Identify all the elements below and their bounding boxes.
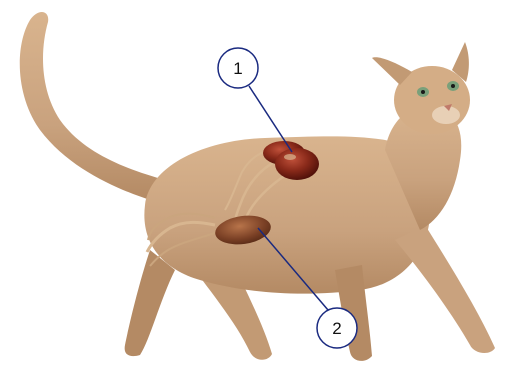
callout-number-1: 1: [233, 59, 242, 78]
cat-tail: [20, 12, 165, 200]
cat-hind-leg-back: [125, 250, 175, 356]
callout-1: 1: [218, 48, 292, 152]
callout-number-2: 2: [332, 319, 341, 338]
kidney-front: [275, 148, 319, 180]
cat-front-leg-front: [395, 225, 495, 353]
cat-muzzle: [432, 106, 460, 124]
